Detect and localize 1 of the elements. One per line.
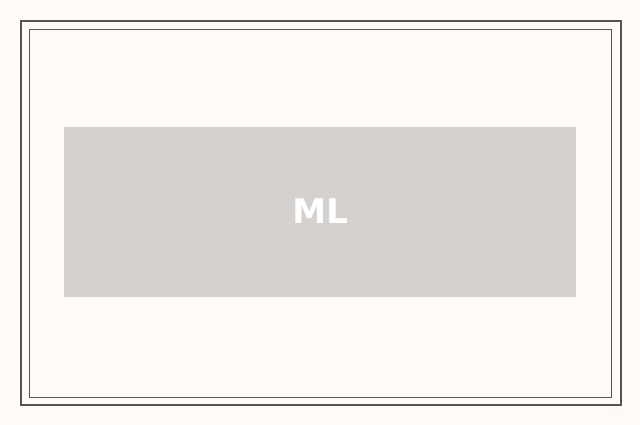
label-box (64, 127, 576, 297)
